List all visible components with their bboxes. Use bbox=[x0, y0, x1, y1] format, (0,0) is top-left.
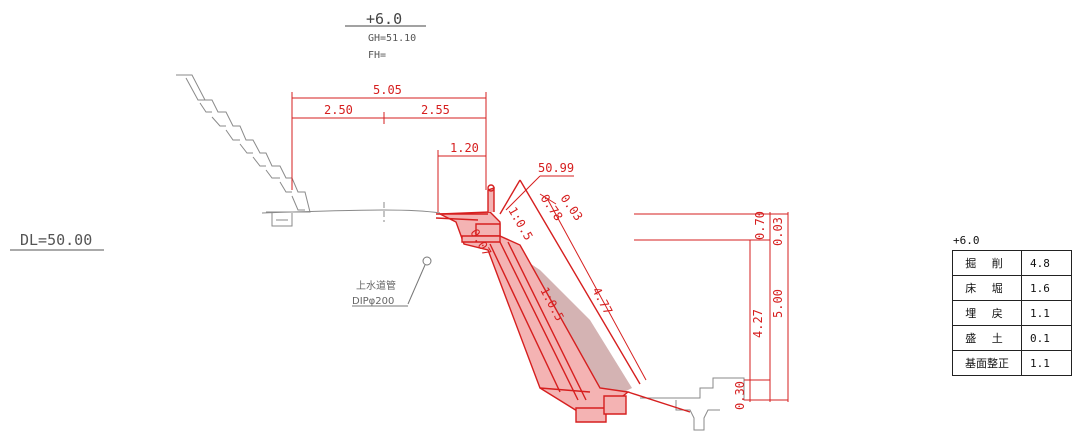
quantity-value: 1.6 bbox=[1021, 275, 1072, 301]
pipe-label-1: 上水道管 bbox=[356, 279, 396, 292]
dim-wall-offset: 1.20 bbox=[450, 141, 479, 155]
pipe-label-2: DIPφ200 bbox=[352, 296, 394, 307]
dim-070: 0.70 bbox=[753, 211, 767, 240]
datum-label: DL=50.00 bbox=[20, 231, 92, 249]
station-label: +6.0 bbox=[366, 10, 402, 28]
dim-003: 0.03 bbox=[771, 217, 785, 246]
dim-right-width: 2.55 bbox=[421, 103, 450, 117]
retaining-wall bbox=[435, 179, 691, 423]
quantity-value: 1.1 bbox=[1021, 300, 1072, 326]
quantity-table-title: +6.0 bbox=[953, 234, 980, 247]
slope-upper: 1:0.5 bbox=[505, 205, 535, 243]
quantity-label: 埋 戻 bbox=[952, 300, 1022, 326]
dim-030: 0.30 bbox=[733, 381, 747, 410]
existing-ground bbox=[176, 74, 770, 431]
datum-group: DL=50.00 bbox=[10, 231, 104, 251]
quantity-value: 0.1 bbox=[1021, 325, 1072, 351]
dimensions bbox=[291, 92, 789, 402]
station-header: +6.0 GH=51.10 FH= bbox=[345, 10, 426, 61]
water-pipe: 上水道管 DIPφ200 bbox=[352, 256, 432, 307]
quantity-label: 盛 土 bbox=[952, 325, 1022, 351]
dim-500: 5.00 bbox=[771, 289, 785, 318]
dim-level: 50.99 bbox=[538, 161, 574, 175]
dim-left-width: 2.50 bbox=[324, 103, 353, 117]
dim-427: 4.27 bbox=[751, 309, 765, 338]
gh-label: GH=51.10 bbox=[368, 33, 416, 44]
dim-overall-width: 5.05 bbox=[373, 83, 402, 97]
dim-003-top: 0.03 bbox=[558, 192, 586, 224]
pipe-icon bbox=[422, 256, 432, 266]
dim-slope-length: 4.77 bbox=[589, 285, 615, 317]
quantity-value: 4.8 bbox=[1021, 250, 1072, 276]
quantity-label: 基面整正 bbox=[952, 350, 1022, 376]
quantity-label: 床 堀 bbox=[952, 275, 1022, 301]
quantity-label: 掘 削 bbox=[952, 250, 1022, 276]
fh-label: FH= bbox=[368, 50, 386, 61]
quantity-value: 1.1 bbox=[1021, 350, 1072, 376]
